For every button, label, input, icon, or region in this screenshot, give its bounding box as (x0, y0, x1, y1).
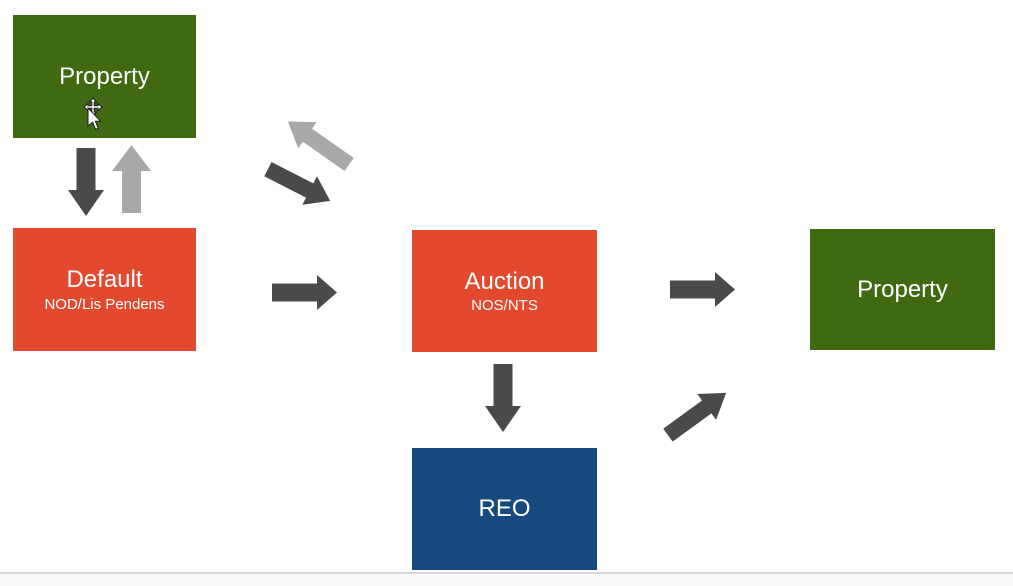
node-label: Property (59, 62, 150, 90)
move-cursor-icon (83, 97, 103, 131)
node-label: Auction (464, 267, 545, 295)
node-auction[interactable]: Auction NOS/NTS (412, 230, 597, 352)
arrow-down-property-to-default-icon[interactable] (68, 148, 104, 216)
arrow-right-auction-to-property-icon[interactable] (670, 272, 735, 307)
node-label: REO (478, 495, 531, 523)
arrow-right-default-to-auction-icon[interactable] (272, 275, 337, 310)
node-property-right[interactable]: Property (810, 229, 995, 350)
arrow-diagonal-reo-to-property-icon[interactable] (658, 380, 735, 448)
arrow-diagonal-up-left-icon[interactable] (279, 108, 359, 177)
arrow-up-default-to-property-icon[interactable] (112, 145, 151, 213)
node-label: Default (66, 266, 143, 294)
node-default[interactable]: Default NOD/Lis Pendens (13, 228, 196, 351)
node-sublabel: NOS/NTS (471, 297, 538, 315)
arrow-diagonal-down-right-icon[interactable] (261, 155, 338, 215)
node-property-top[interactable]: Property (13, 15, 196, 138)
node-sublabel: NOD/Lis Pendens (44, 295, 165, 313)
arrow-down-auction-to-reo-icon[interactable] (485, 364, 521, 432)
slide-bottom-edge (0, 572, 1013, 586)
node-reo[interactable]: REO (412, 448, 597, 570)
node-label: Property (857, 275, 948, 303)
